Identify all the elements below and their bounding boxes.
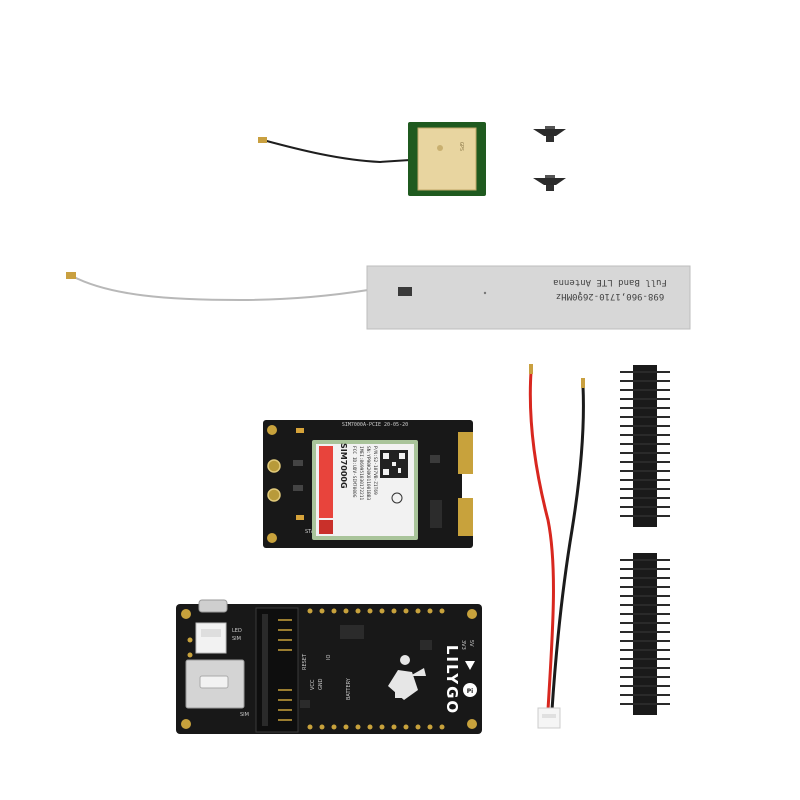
pin-header-bottom <box>620 553 670 715</box>
battery-cable <box>528 364 585 729</box>
sim7000g-chip-line-3: IMEI:869951030172211 <box>358 446 364 500</box>
lilygo-round-logo-text: Pi <box>467 688 473 695</box>
cable-red-wire <box>528 371 555 711</box>
sim7000g-modem-card: STATUS SIM7000A-PCIE 20-05-20 SIM7000G P… <box>263 420 474 548</box>
cable-black-wire <box>550 385 585 711</box>
gps-chip-text: GPS <box>458 142 464 151</box>
lilygo-round-logo <box>463 683 477 697</box>
battery-jst-socket <box>195 622 227 654</box>
sim7000g-chip-line-2: SN:YP90K20K011001BB3 <box>365 446 371 500</box>
main-board-header-holes-bottom <box>307 724 445 730</box>
lte-ufl-connector <box>66 272 76 279</box>
lte-antenna-cable <box>71 275 369 302</box>
sim7000g-brand-stripe <box>319 446 333 518</box>
gps-antenna-cable <box>262 139 411 164</box>
lte-antenna-solder-pad <box>398 287 412 296</box>
label-3v3: 3V3 <box>460 640 466 650</box>
label-vcc: VCC <box>310 679 316 690</box>
lilygo-triangle-logo <box>465 661 475 670</box>
lte-antenna-assembly: 698-960,1710-2690MHz Full Band LTE Anten… <box>66 265 691 330</box>
lte-antenna-flex <box>366 265 691 330</box>
label-led: LED <box>232 628 242 634</box>
ce-mark <box>391 492 403 504</box>
gps-feed-point <box>437 145 443 151</box>
pin-header-top <box>620 365 670 527</box>
usb-c-port <box>198 599 228 613</box>
lte-antenna-title-label: Full Band LTE Antenna <box>553 277 667 287</box>
gps-ceramic-patch <box>417 127 477 191</box>
label-5v: 5V <box>468 640 474 647</box>
sim7000g-qr-code <box>380 450 408 478</box>
main-board-header-holes-top <box>307 608 445 614</box>
label-sim: SIM <box>232 636 241 642</box>
modem-ufl-gnss <box>267 488 281 502</box>
screw-top <box>533 126 566 142</box>
sim7000g-chip-line-1: P/N:S2-107VB-Z1T69 <box>372 446 378 495</box>
modem-ufl-lte <box>267 459 281 473</box>
simcom-logo <box>319 520 333 534</box>
label-sim-2: SIM <box>240 712 249 718</box>
label-battery: BATTERY <box>346 677 352 700</box>
lte-antenna-freq-label: 698-960,1710-2690MHz <box>556 291 664 301</box>
sim7000g-chip-brand: SIM7000G <box>339 443 348 489</box>
label-gnd: GND <box>318 678 324 690</box>
label-reset: RESET <box>302 653 308 670</box>
lilygo-main-board: LED SIM RESET VCC GND IO BATTERY SIM 3V3… <box>176 599 482 734</box>
modem-pcb-marking: SIM7000A-PCIE 20-05-20 <box>342 422 408 428</box>
screw-bottom <box>533 175 566 191</box>
sim7000g-chip-line-4: FCC ID:UDV-SIM7000G <box>351 446 357 498</box>
pin-header-top-body <box>633 365 657 527</box>
pin-header-bottom-body <box>633 553 657 715</box>
modem-edge-connector <box>458 432 474 536</box>
gps-ufl-connector <box>258 137 267 143</box>
main-board-pcb <box>176 604 482 734</box>
label-io: IO <box>326 655 332 660</box>
lilygo-brand-text: LILYGO <box>443 645 461 715</box>
lilygo-mascot-graphic <box>388 655 426 700</box>
gps-antenna-assembly: GPS <box>258 122 486 196</box>
